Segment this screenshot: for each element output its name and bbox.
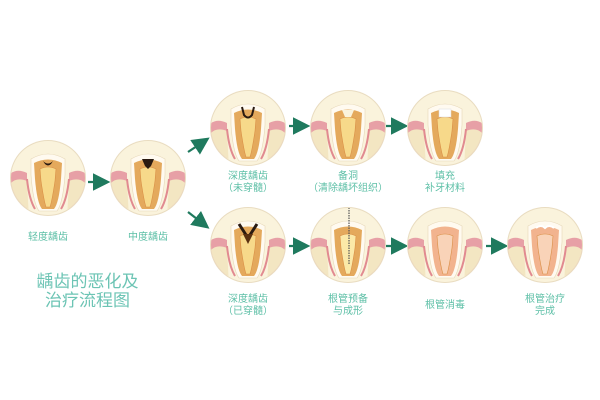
label-mild-caries: 轻度龋齿 [0, 232, 103, 244]
tooth-illustration [407, 207, 483, 283]
label-line: 备洞 [338, 171, 358, 182]
label-line: 完成 [535, 306, 555, 317]
tooth-illustration [210, 207, 286, 283]
tooth-filling [406, 89, 484, 167]
label-line: 填充 [435, 171, 455, 182]
label-line: 轻度龋齿 [28, 232, 68, 243]
label-line: 深度龋齿 [228, 171, 268, 182]
label-line: （未穿髓） [223, 183, 273, 194]
tooth-illustration [407, 90, 483, 166]
tooth-deep-caries-unexposed [209, 89, 287, 167]
label-line: 深度龋齿 [228, 294, 268, 305]
label-line: 根管预备 [328, 294, 368, 305]
label-root-canal-complete: 根管治疗 完成 [490, 294, 600, 318]
label-moderate-caries: 中度龋齿 [93, 232, 203, 244]
tooth-root-canal-preparation [309, 206, 387, 284]
tooth-illustration [10, 140, 86, 216]
tooth-root-canal-complete [506, 206, 584, 284]
diagram-title: 龋齿的恶化及 治疗流程图 [30, 273, 145, 311]
tooth-illustration [507, 207, 583, 283]
arrow-moderate-to-deep-unexposed [187, 137, 210, 155]
label-line: 中度龋齿 [128, 232, 168, 243]
tooth-deep-caries-exposed [209, 206, 287, 284]
tooth-illustration [310, 207, 386, 283]
label-line: （已穿髓） [223, 306, 273, 317]
label-deep-caries-exposed: 深度龋齿 （已穿髓） [193, 294, 303, 318]
title-line-2: 治疗流程图 [45, 291, 130, 311]
label-line: 根管治疗 [525, 294, 565, 305]
tooth-root-canal-disinfection [406, 206, 484, 284]
arrow-moderate-to-deep-exposed [187, 210, 210, 229]
tooth-illustration [310, 90, 386, 166]
label-deep-caries-unexposed: 深度龋齿 （未穿髓） [193, 171, 303, 195]
tooth-moderate-caries [109, 139, 187, 217]
tooth-cavity-preparation [309, 89, 387, 167]
label-line: 补牙材料 [425, 183, 465, 194]
tooth-mild-caries [9, 139, 87, 217]
label-root-canal-disinfection: 根管消毒 [390, 300, 500, 312]
label-root-canal-preparation: 根管预备 与成形 [293, 294, 403, 318]
title-line-1: 龋齿的恶化及 [36, 272, 139, 292]
tooth-illustration [110, 140, 186, 216]
label-line: 根管消毒 [425, 300, 465, 311]
label-filling: 填充 补牙材料 [390, 171, 500, 195]
label-line: （清除龋坏组织） [308, 183, 388, 194]
tooth-illustration [210, 90, 286, 166]
label-cavity-preparation: 备洞 （清除龋坏组织） [293, 171, 403, 195]
label-line: 与成形 [333, 306, 363, 317]
